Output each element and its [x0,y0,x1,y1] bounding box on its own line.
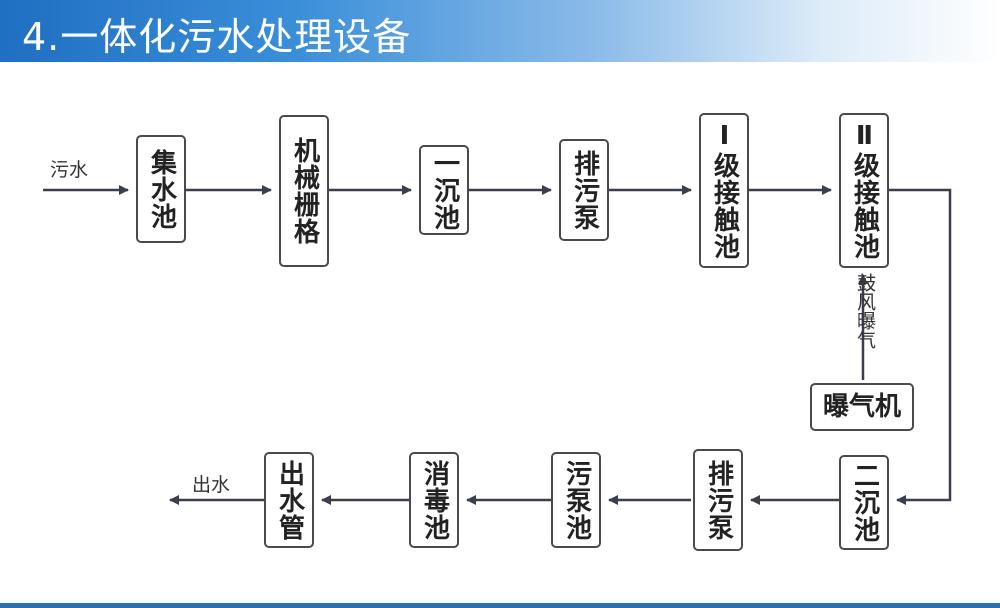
aerator-label: 曝气机 [822,391,901,422]
outlet-pipe-node: 出水管 [264,452,314,548]
contact-tank-2-label: Ⅱ级接触池 [849,121,880,260]
mechanical-grille-node: 机械栅格 [279,115,329,267]
secondary-settling-label: 二沉池 [849,462,880,543]
collection-tank-node: 集水池 [136,135,186,243]
sewage-pump-1-label: 排污泵 [569,149,600,231]
contact-tank-1-label: Ⅰ级接触池 [709,121,740,260]
mechanical-grille-label: 机械栅格 [289,137,320,245]
aerator-node: 曝气机 [810,383,914,431]
bottom-bar [0,603,1000,608]
outflow-label: 出水 [192,474,231,496]
outlet-pipe-label: 出水管 [274,459,305,541]
inflow-label: 污水 [50,159,89,181]
primary-settling-node: 一沉池 [419,145,469,235]
sewage-pump-2-label: 排污泵 [703,459,734,541]
primary-settling-label: 一沉池 [429,149,460,231]
header-banner: 4.一体化污水处理设备 [0,0,1000,62]
sludge-pump-tank-node: 污泵池 [551,452,601,548]
secondary-settling-node: 二沉池 [839,455,889,550]
disinfection-tank-node: 消毒池 [409,452,459,548]
contact-tank-2-node: Ⅱ级接触池 [839,113,889,268]
page-title: 4.一体化污水处理设备 [22,15,412,59]
sludge-pump-tank-label: 污泵池 [561,459,592,541]
disinfection-tank-label: 消毒池 [419,459,450,541]
contact-tank-1-node: Ⅰ级接触池 [699,113,749,268]
sewage-pump-2-node: 排污泵 [693,449,743,551]
collection-tank-label: 集水池 [146,148,177,230]
aeration-label: 鼓风曝气 [854,273,876,349]
arrow-contact2-to-secondary [889,188,952,505]
sewage-pump-1-node: 排污泵 [559,139,609,241]
